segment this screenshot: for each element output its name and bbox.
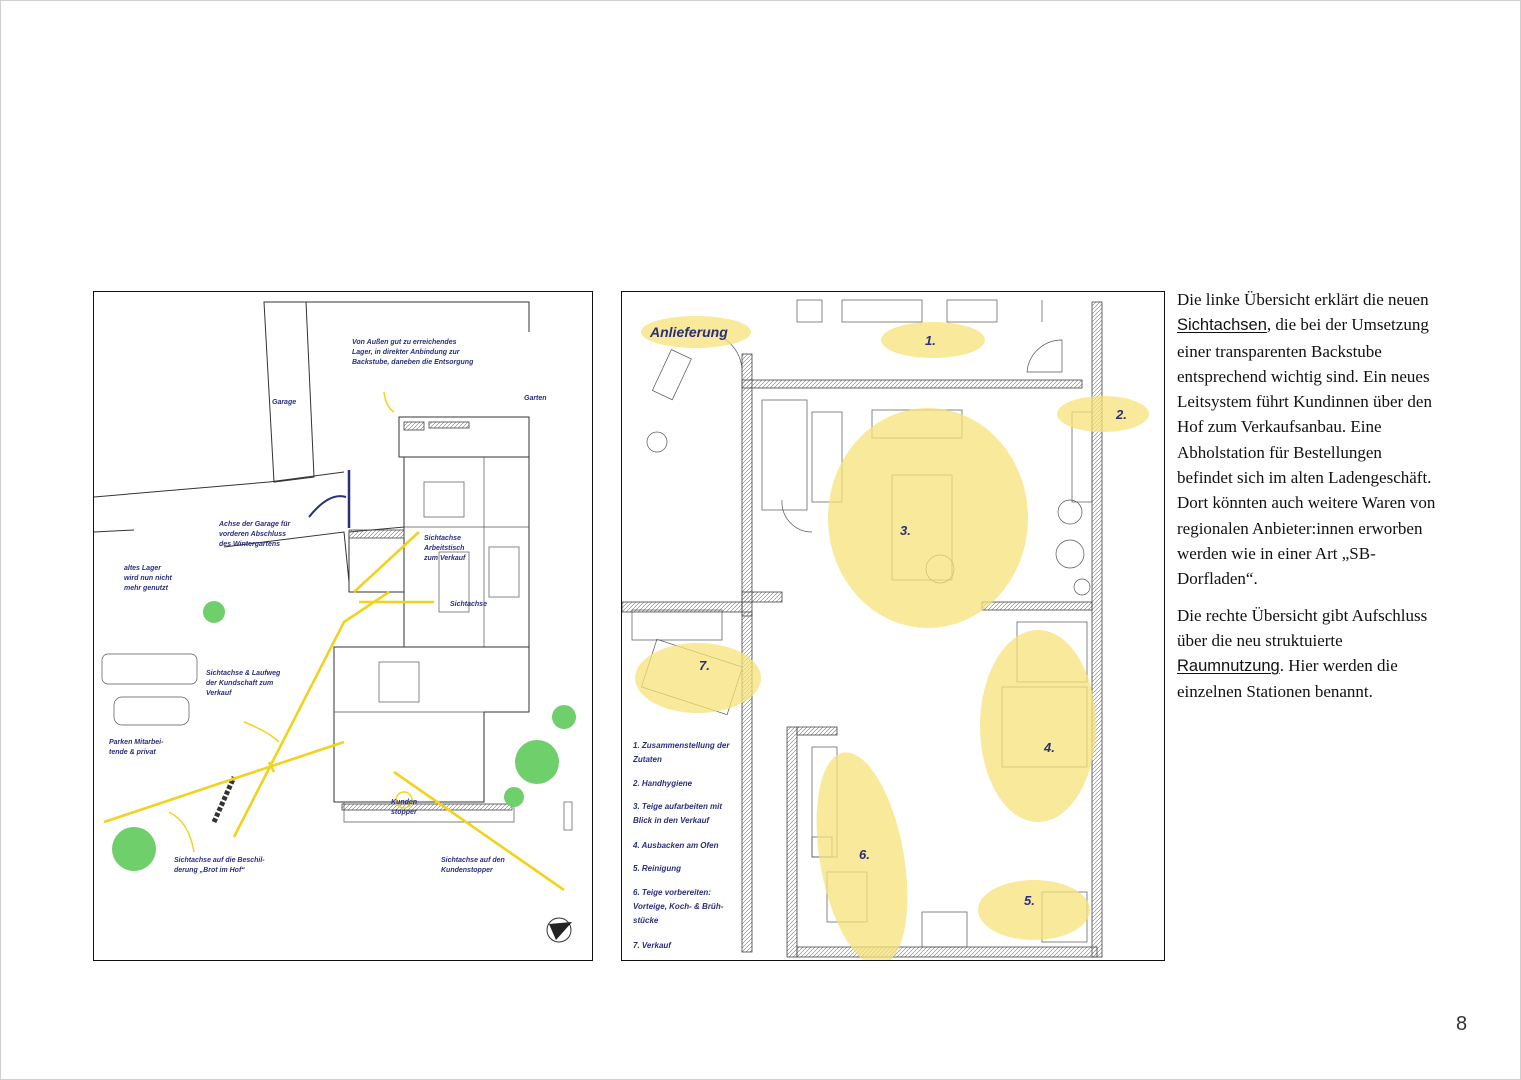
sightline-sign	[103, 740, 345, 824]
label-anlieferung: Anlieferung	[649, 324, 728, 340]
paragraph-room-use: Die rechte Übersicht gibt Aufschluss übe…	[1177, 605, 1428, 702]
label-altes-lager: altes Lager wird nun nicht mehr genutzt	[124, 565, 174, 592]
label-achse-garage: Achse der Garage für vorderen Abschluss …	[218, 521, 292, 548]
zone-number-4: 4.	[1043, 740, 1055, 755]
zone-3	[828, 408, 1028, 628]
zone-number-2: 2.	[1115, 407, 1127, 422]
site-plan-drawing: Garage Garten Von Außen gut zu erreichen…	[94, 301, 576, 943]
label-lager: Von Außen gut zu erreichendes Lager, in …	[352, 339, 474, 366]
zone-number-3: 3.	[900, 523, 911, 538]
keyword-raumnutzung: Raumnutzung	[1177, 657, 1280, 676]
north-arrow-icon	[549, 922, 572, 940]
tree	[504, 787, 524, 807]
label-sichtachse-arbeitstisch: Sichtachse Arbeitstisch zum Verkauf	[423, 535, 466, 562]
car-van	[101, 653, 198, 685]
keyword-sichtachsen: Sichtachsen	[1177, 316, 1267, 335]
label-kundenstopper: Kunden- stopper	[391, 799, 421, 816]
paragraph-sightlines: Die linke Übersicht erklärt die neuen Si…	[1177, 290, 1436, 589]
zone-number-6: 6.	[859, 847, 870, 862]
zone-4	[980, 630, 1096, 822]
zone-number-1: 1.	[925, 333, 936, 348]
garage-outline	[263, 301, 315, 483]
label-sichtachse-kundenstopper: Sichtachse auf den Kundenstopper	[441, 857, 507, 874]
label-sichtachse-beschilderung: Sichtachse auf die Beschil- derung „Brot…	[174, 857, 267, 874]
station-legend: 1. Zusammenstellung der Zutaten 2. Handh…	[632, 741, 732, 950]
sales-annex	[333, 646, 530, 803]
legend-item: 3. Teige aufarbeiten mit Blick in den Ve…	[633, 802, 724, 825]
legend-item: 4. Ausbacken am Ofen	[632, 841, 719, 850]
floor-plan-room-use: Anlieferung 1. 2. 3. 4. 5. 6. 7. 1. Zusa…	[621, 291, 1165, 961]
label-garten: Garten	[524, 395, 547, 402]
floor-plan-drawing: Anlieferung 1. 2. 3. 4. 5. 6. 7. 1. Zusa…	[622, 299, 1149, 960]
page-number: 8	[1456, 1013, 1468, 1035]
label-sichtachse-laufweg: Sichtachse & Laufweg der Kundschaft zum …	[206, 670, 282, 697]
label-sichtachse: Sichtachse	[450, 601, 487, 608]
site-plan-sightlines: Garage Garten Von Außen gut zu erreichen…	[93, 291, 593, 961]
legend-item: 7. Verkauf	[633, 941, 672, 950]
zone-1	[881, 322, 985, 358]
car	[113, 696, 190, 726]
sightline-stopper	[393, 770, 565, 892]
zone-7	[635, 643, 761, 713]
zone-number-5: 5.	[1024, 893, 1035, 908]
label-garage: Garage	[272, 399, 296, 406]
description-text: Die linke Übersicht erklärt die neuen Si…	[1177, 287, 1437, 716]
tree	[203, 601, 225, 623]
legend-item: 2. Handhygiene	[632, 779, 693, 788]
tree	[112, 827, 156, 871]
legend-item: 6. Teige vorbereiten: Vorteige, Koch- & …	[633, 888, 726, 925]
zone-anlieferung	[641, 316, 751, 348]
legend-item: 5. Reinigung	[633, 864, 681, 873]
tree	[515, 740, 559, 784]
legend-item: 1. Zusammenstellung der Zutaten	[632, 741, 732, 764]
sightline-path	[232, 590, 390, 838]
zone-6	[816, 752, 908, 960]
tree	[552, 705, 576, 729]
label-parken: Parken Mitarbei- tende & privat	[109, 739, 165, 756]
zone-5	[978, 880, 1090, 940]
zone-2	[1057, 396, 1149, 432]
zone-number-7: 7.	[699, 658, 710, 673]
sightline-worktable	[353, 531, 420, 593]
